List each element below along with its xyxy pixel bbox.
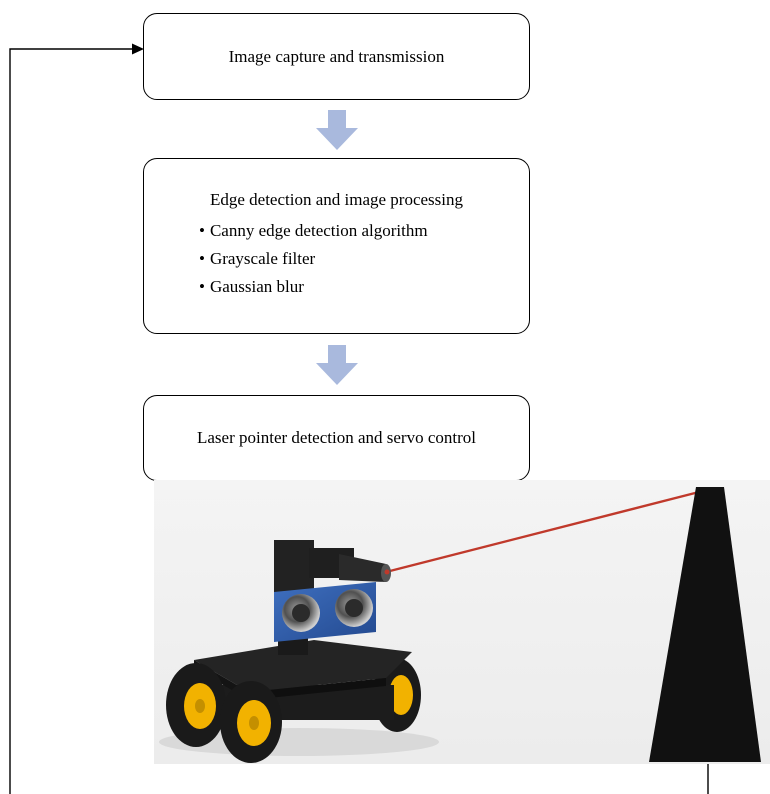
flow-arrow-shape [316,345,358,385]
hub [389,675,413,715]
processing-box: Edge detection and image processing Cann… [143,158,530,334]
bullet-item: Gaussian blur [199,275,428,299]
feedback-line-left [9,48,132,794]
chassis-plate-edge [249,678,386,700]
capture-box: Image capture and transmission [143,13,530,100]
laser-beam [385,490,700,574]
sensor-mesh-left [292,604,310,622]
flow-arrow-down-icon [316,345,358,385]
hub-center [249,716,259,730]
target-shape [649,487,761,762]
laser-module [339,554,386,582]
laser-box: Laser pointer detection and servo contro… [143,395,530,481]
sensor-mesh-right [345,599,363,617]
processing-box-title: Edge detection and image processing [209,190,464,209]
feedback-arrowhead [132,43,144,55]
servo-body [274,540,314,595]
robot-scene-illustration [154,480,770,764]
laser-dot [384,569,390,575]
chassis-plate [194,640,412,692]
flow-arrow-down-icon [316,110,358,150]
bullet-item: Canny edge detection algorithm [199,219,428,243]
bullet-item: Grayscale filter [199,247,428,271]
laser-box-title: Laser pointer detection and servo contro… [197,428,476,447]
front-wheel-left [166,663,226,747]
hub-center [195,699,205,713]
capture-box-title: Image capture and transmission [228,46,445,66]
flow-arrow-shape [316,110,358,150]
processing-bullet-list: Canny edge detection algorithm Grayscale… [199,219,428,303]
front-wheel-right [220,681,282,763]
